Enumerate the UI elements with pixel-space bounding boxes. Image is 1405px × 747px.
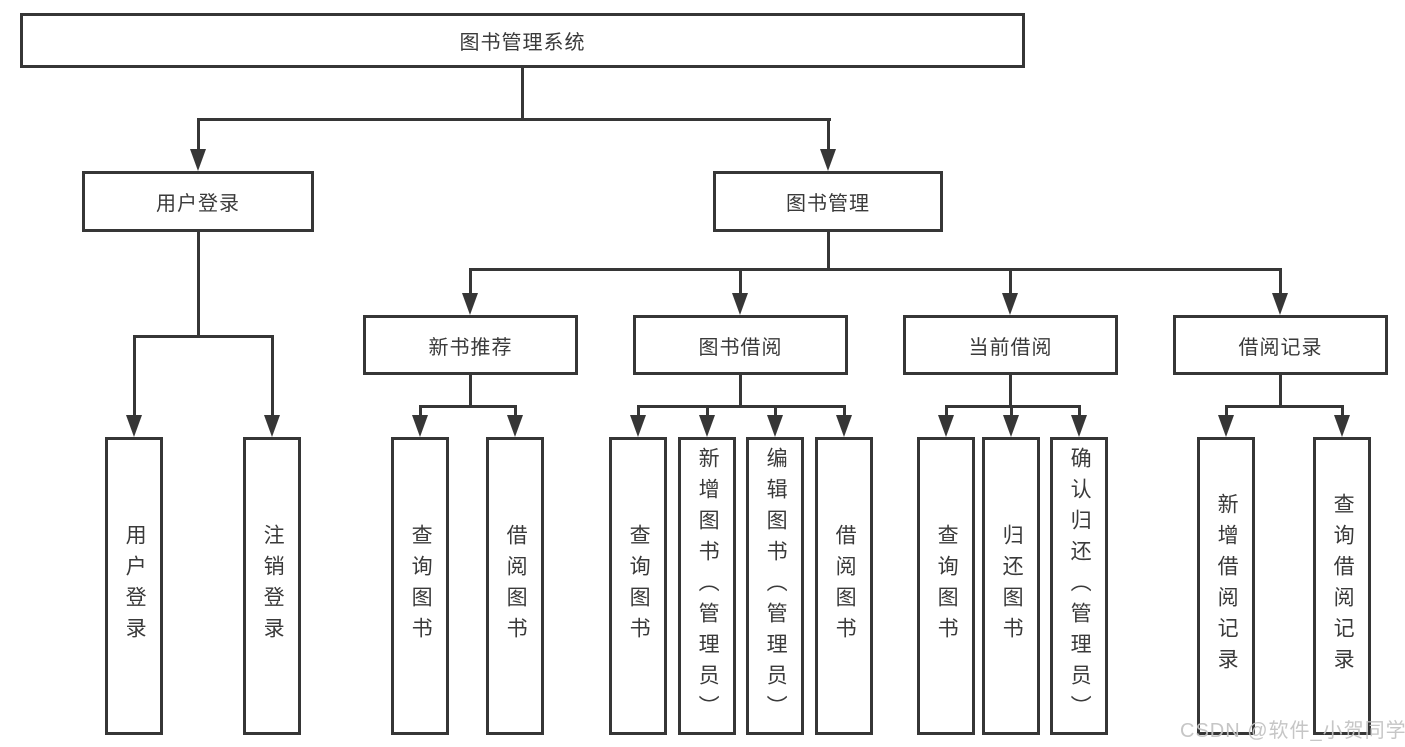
node-book-management-label: 图书管理 (786, 193, 870, 215)
arrowhead-cb-query-icon (938, 415, 954, 437)
arrowhead-current-borrow-icon (1002, 293, 1018, 315)
connector-book-mgmt-stem (827, 232, 830, 268)
connector-drop-br-add (1225, 405, 1228, 417)
connector-drop-leaf-logout (271, 335, 274, 415)
connector-drop-bb-edit (774, 405, 777, 417)
arrowhead-user-login-icon (190, 149, 206, 171)
arrowhead-cb-confirm-icon (1071, 415, 1087, 437)
connector-record-branch (1225, 405, 1343, 408)
connector-record-stem (1279, 375, 1282, 408)
arrowhead-leaf-logout-icon (264, 415, 280, 437)
leaf-logout: 注销登录 (243, 437, 301, 735)
leaf-cb-confirm-return-admin: 确认归还（管理员） (1050, 437, 1108, 735)
node-user-login: 用户登录 (82, 171, 314, 232)
connector-root-branch (197, 118, 831, 121)
arrowhead-nb-query-icon (412, 415, 428, 437)
arrowhead-borrow-record-icon (1272, 293, 1288, 315)
connector-drop-book-mgmt (827, 118, 830, 149)
connector-drop-nb-query (419, 405, 422, 417)
arrowhead-leaf-login-icon (126, 415, 142, 437)
leaf-br-query-record: 查询借阅记录 (1313, 437, 1371, 735)
leaf-nb-query-books-label: 查询图书 (409, 524, 433, 648)
node-new-book-recommend-label: 新书推荐 (428, 336, 513, 359)
node-library-system: 图书管理系统 (20, 13, 1025, 68)
connector-drop-cb-return (1010, 405, 1013, 417)
node-book-management: 图书管理 (713, 171, 943, 232)
leaf-bb-edit-books-admin: 编辑图书（管理员） (746, 437, 804, 735)
connector-drop-cb-confirm (1078, 405, 1081, 417)
arrowhead-new-book-icon (462, 293, 478, 315)
leaf-bb-add-books-admin: 新增图书（管理员） (678, 437, 736, 735)
connector-new-book-stem (469, 375, 472, 408)
connector-drop-nb-borrow (514, 405, 517, 417)
arrowhead-br-query-icon (1334, 415, 1350, 437)
connector-drop-bb-borrow (843, 405, 846, 417)
node-book-borrowing: 图书借阅 (633, 315, 848, 375)
arrowhead-bb-borrow-icon (836, 415, 852, 437)
leaf-bb-query-books-label: 查询图书 (627, 524, 651, 648)
connector-drop-book-borrow (739, 268, 742, 295)
leaf-br-add-record-label: 新增借阅记录 (1215, 493, 1239, 679)
connector-user-login-branch (133, 335, 274, 338)
node-library-system-label: 图书管理系统 (459, 32, 586, 54)
connector-drop-br-query (1341, 405, 1344, 417)
arrowhead-bb-query-icon (630, 415, 646, 437)
leaf-nb-borrow-books: 借阅图书 (486, 437, 544, 735)
node-borrowing-records-label: 借阅记录 (1238, 336, 1323, 359)
arrowhead-br-add-icon (1218, 415, 1234, 437)
arrowhead-bb-add-icon (699, 415, 715, 437)
connector-drop-borrow-record (1279, 268, 1282, 295)
connector-root-stem (521, 68, 524, 118)
leaf-user-login-label: 用户登录 (123, 524, 147, 648)
leaf-cb-query-books-label: 查询图书 (935, 524, 959, 648)
connector-new-book-branch (419, 405, 517, 408)
csdn-watermark: CSDN @软件_小贺同学 (1180, 720, 1405, 742)
leaf-nb-borrow-books-label: 借阅图书 (504, 524, 528, 648)
leaf-nb-query-books: 查询图书 (391, 437, 449, 735)
leaf-bb-borrow-books-label: 借阅图书 (833, 524, 857, 648)
connector-drop-bb-add (706, 405, 709, 417)
node-user-login-label: 用户登录 (156, 193, 240, 215)
connector-drop-cb-query (945, 405, 948, 417)
leaf-br-add-record: 新增借阅记录 (1197, 437, 1255, 735)
leaf-user-login: 用户登录 (105, 437, 163, 735)
leaf-cb-return-books: 归还图书 (982, 437, 1040, 735)
node-current-borrowing-label: 当前借阅 (968, 336, 1053, 359)
leaf-logout-label: 注销登录 (261, 524, 285, 648)
connector-book-mgmt-branch (469, 268, 1282, 271)
leaf-cb-confirm-return-admin-label: 确认归还（管理员） (1068, 446, 1092, 726)
arrowhead-book-borrow-icon (732, 293, 748, 315)
connector-current-stem (1009, 375, 1012, 408)
leaf-cb-query-books: 查询图书 (917, 437, 975, 735)
arrowhead-cb-return-icon (1003, 415, 1019, 437)
leaf-bb-borrow-books: 借阅图书 (815, 437, 873, 735)
arrowhead-bb-edit-icon (767, 415, 783, 437)
connector-drop-bb-query (637, 405, 640, 417)
connector-drop-new-book (469, 268, 472, 295)
arrowhead-nb-borrow-icon (507, 415, 523, 437)
node-borrowing-records: 借阅记录 (1173, 315, 1388, 375)
leaf-bb-add-books-admin-label: 新增图书（管理员） (696, 446, 720, 726)
leaf-bb-edit-books-admin-label: 编辑图书（管理员） (764, 446, 788, 726)
arrowhead-book-mgmt-icon (820, 149, 836, 171)
connector-book-borrow-branch (637, 405, 845, 408)
node-book-borrowing-label: 图书借阅 (698, 336, 783, 359)
connector-drop-current-borrow (1009, 268, 1012, 295)
node-new-book-recommend: 新书推荐 (363, 315, 578, 375)
leaf-br-query-record-label: 查询借阅记录 (1331, 493, 1355, 679)
connector-book-borrow-stem (739, 375, 742, 408)
node-current-borrowing: 当前借阅 (903, 315, 1118, 375)
leaf-bb-query-books: 查询图书 (609, 437, 667, 735)
connector-drop-user-login (197, 118, 200, 149)
connector-drop-leaf-login (133, 335, 136, 415)
connector-user-login-stem (197, 232, 200, 335)
leaf-cb-return-books-label: 归还图书 (1000, 524, 1024, 648)
